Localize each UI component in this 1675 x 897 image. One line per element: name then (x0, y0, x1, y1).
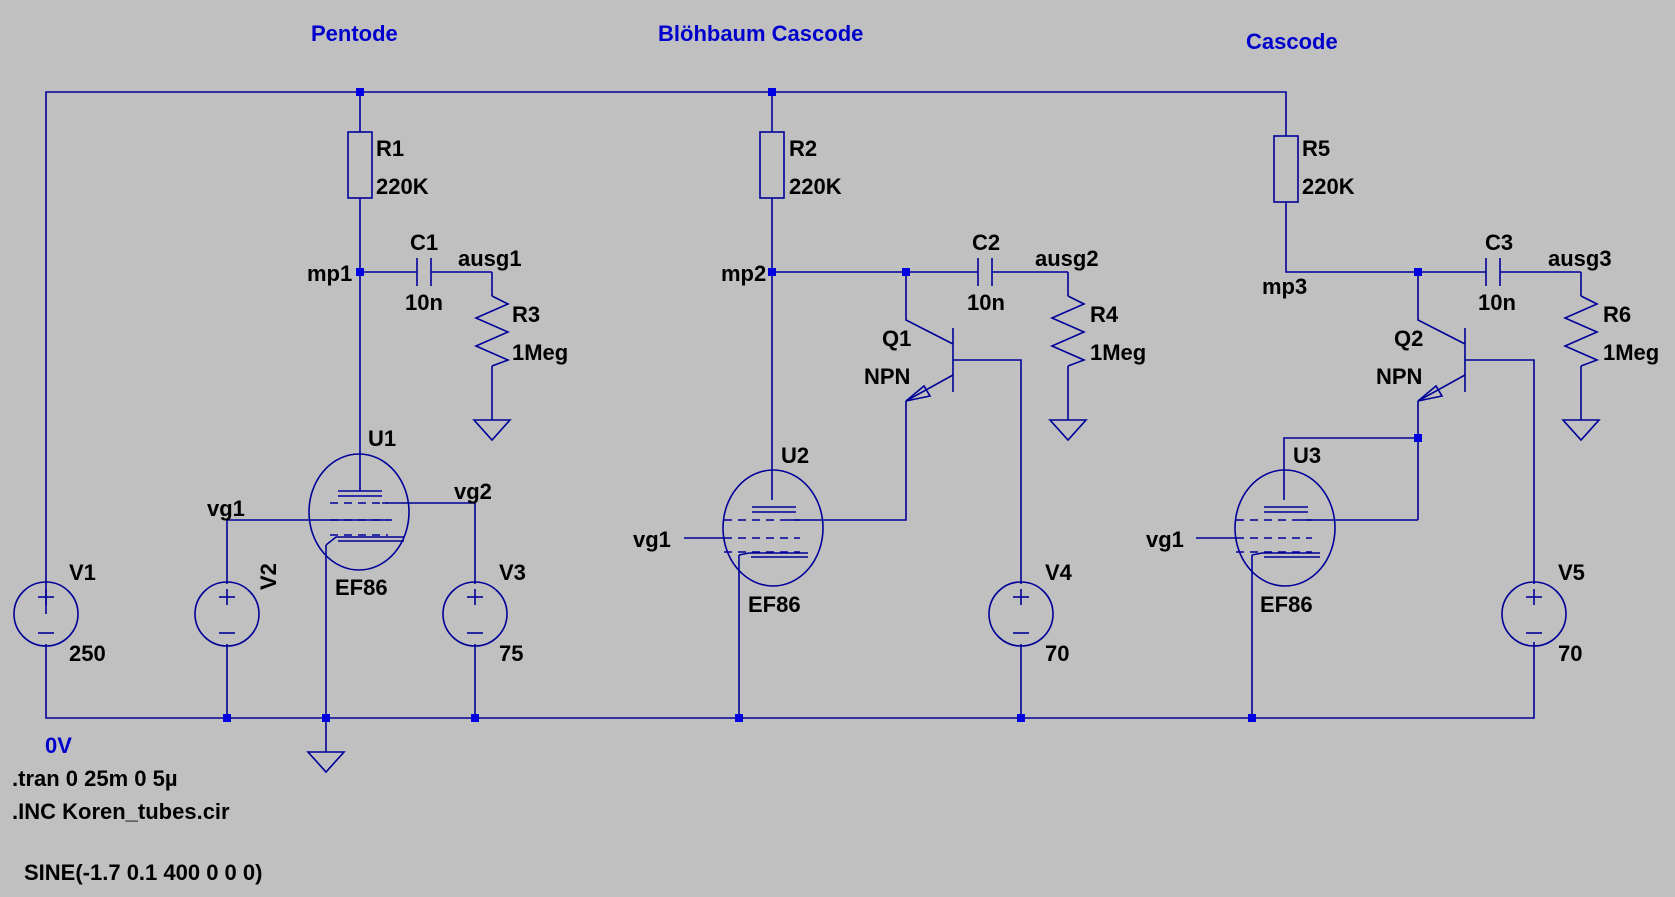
r4-name: R4 (1090, 302, 1119, 327)
resistor-r6[interactable] (1563, 295, 1600, 367)
net-vg1-cascode: vg1 (1146, 527, 1184, 552)
voltage-source-v2[interactable] (194, 581, 260, 647)
pentode-tube-u2[interactable] (722, 469, 824, 587)
v5-value: 70 (1558, 641, 1582, 666)
npn-transistor-q2[interactable] (1417, 328, 1466, 402)
v1-name: V1 (69, 560, 96, 585)
q2-name: Q2 (1394, 326, 1423, 351)
r3-name: R3 (512, 302, 540, 327)
c1-value: 10n (405, 290, 443, 315)
c1-name: C1 (410, 230, 438, 255)
v3-name: V3 (499, 560, 526, 585)
resistor-r3[interactable] (474, 295, 511, 367)
junction-dots (223, 88, 1422, 722)
c3-value: 10n (1478, 290, 1516, 315)
r6-name: R6 (1603, 302, 1631, 327)
u2-name: U2 (781, 443, 809, 468)
r5-name: R5 (1302, 136, 1330, 161)
net-vg1-bloehbaum: vg1 (633, 527, 671, 552)
r1-name: R1 (376, 136, 404, 161)
directive-tran: .tran 0 25m 0 5µ (12, 766, 178, 791)
q2-type: NPN (1376, 364, 1422, 389)
c2-value: 10n (967, 290, 1005, 315)
capacitor-c2[interactable] (977, 258, 993, 286)
u3-model: EF86 (1260, 592, 1313, 617)
resistor-r2[interactable] (759, 131, 785, 199)
v5-name: V5 (1558, 560, 1585, 585)
r3-value: 1Meg (512, 340, 568, 365)
v2-name: V2 (256, 563, 281, 590)
u1-name: U1 (368, 426, 396, 451)
net-ausg1: ausg1 (458, 246, 522, 271)
ground-symbol-r4 (1048, 419, 1088, 442)
net-mp1: mp1 (307, 261, 352, 286)
voltage-source-v5[interactable] (1501, 581, 1567, 647)
source-sine-spec: SINE(-1.7 0.1 400 0 0 0) (24, 860, 262, 885)
directive-inc: .INC Koren_tubes.cir (12, 799, 230, 824)
u3-name: U3 (1293, 443, 1321, 468)
c3-name: C3 (1485, 230, 1513, 255)
v4-value: 70 (1045, 641, 1069, 666)
net-vg2: vg2 (454, 479, 492, 504)
wires (45, 91, 1582, 752)
resistor-r5[interactable] (1273, 135, 1299, 203)
ground-label-0v: 0V (45, 733, 72, 758)
resistor-r4[interactable] (1050, 295, 1087, 367)
voltage-source-v3[interactable] (442, 581, 508, 647)
u1-model: EF86 (335, 575, 388, 600)
pentode-tube-u3[interactable] (1234, 469, 1336, 587)
net-mp3: mp3 (1262, 274, 1307, 299)
u2-model: EF86 (748, 592, 801, 617)
net-ausg3: ausg3 (1548, 246, 1612, 271)
r4-value: 1Meg (1090, 340, 1146, 365)
capacitor-c3[interactable] (1485, 258, 1501, 286)
q1-name: Q1 (882, 326, 911, 351)
v1-value: 250 (69, 641, 106, 666)
npn-transistor-q1[interactable] (905, 328, 954, 402)
capacitor-c1[interactable] (416, 258, 432, 286)
resistor-r1[interactable] (347, 131, 373, 199)
v3-value: 75 (499, 641, 523, 666)
title-bloehbaum-cascode: Blöhbaum Cascode (658, 21, 863, 46)
voltage-source-v4[interactable] (988, 581, 1054, 647)
net-mp2: mp2 (721, 261, 766, 286)
r5-value: 220K (1302, 174, 1355, 199)
q1-type: NPN (864, 364, 910, 389)
net-vg1-pentode: vg1 (207, 496, 245, 521)
r1-value: 220K (376, 174, 429, 199)
ground-symbol-main (306, 751, 346, 774)
pentode-tube-u1[interactable] (308, 453, 410, 571)
r2-name: R2 (789, 136, 817, 161)
net-ausg2: ausg2 (1035, 246, 1099, 271)
voltage-source-v1[interactable] (13, 581, 79, 647)
r6-value: 1Meg (1603, 340, 1659, 365)
v4-name: V4 (1045, 560, 1073, 585)
c2-name: C2 (972, 230, 1000, 255)
title-cascode: Cascode (1246, 29, 1338, 54)
title-pentode: Pentode (311, 21, 398, 46)
r2-value: 220K (789, 174, 842, 199)
ground-symbol-r3 (472, 419, 512, 442)
ground-symbol-r6 (1561, 419, 1601, 442)
